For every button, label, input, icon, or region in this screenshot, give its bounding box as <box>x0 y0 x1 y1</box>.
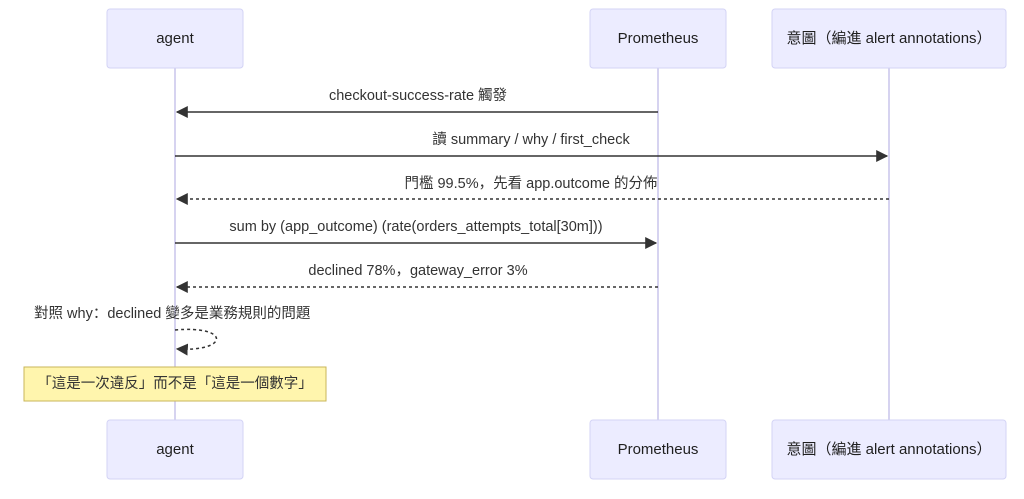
actor-intent-top: 意圖（編進 alert annotations） <box>771 8 1007 69</box>
message-6-arrow <box>174 328 218 356</box>
note: 「這是一次違反」而不是「這是一個數字」 <box>23 366 327 402</box>
actor-prometheus-bottom: Prometheus <box>589 419 727 480</box>
actor-intent-top-label: 意圖（編進 alert annotations） <box>786 29 991 47</box>
actor-prometheus-top: Prometheus <box>589 8 727 69</box>
actor-intent-bottom: 意圖（編進 alert annotations） <box>771 419 1007 480</box>
actor-intent-bottom-label: 意圖（編進 alert annotations） <box>786 440 991 458</box>
actor-agent-bottom-label: agent <box>156 441 194 458</box>
actor-agent-bottom: agent <box>106 419 244 480</box>
message-2-label: 讀 summary / why / first_check <box>432 131 630 148</box>
actor-agent-top-label: agent <box>156 30 194 47</box>
actor-agent-top: agent <box>106 8 244 69</box>
message-6-label: 對照 why：declined 變多是業務規則的問題 <box>34 305 310 322</box>
message-4-label: sum by (app_outcome) (rate(orders_attemp… <box>229 219 602 235</box>
actor-prometheus-bottom-label: Prometheus <box>618 441 699 458</box>
actor-prometheus-top-label: Prometheus <box>618 30 699 47</box>
note-text: 「這是一次違反」而不是「這是一個數字」 <box>37 375 313 392</box>
message-5-label: declined 78%，gateway_error 3% <box>308 263 527 279</box>
message-1-label: checkout-success-rate 觸發 <box>329 87 507 104</box>
message-3-label: 門檻 99.5%，先看 app.outcome 的分佈 <box>404 175 657 192</box>
